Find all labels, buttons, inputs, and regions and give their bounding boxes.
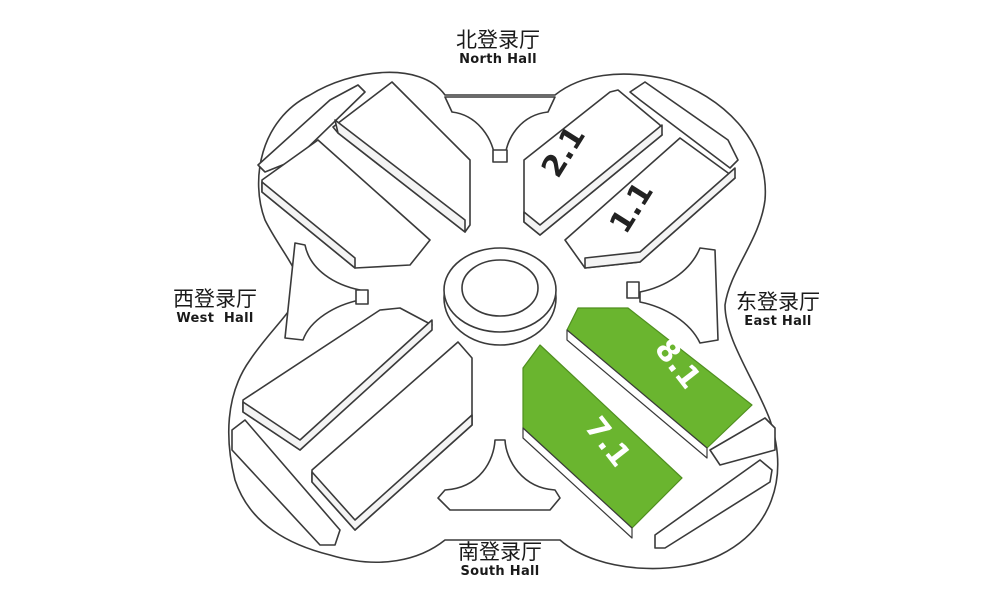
- hall-sw-outer: [231, 419, 341, 546]
- east-entrance-block: [639, 247, 719, 344]
- south-hall-en: South Hall: [460, 564, 540, 579]
- west-entrance-post: [355, 289, 369, 305]
- south-hall-label: 南登录厅 South Hall: [440, 540, 560, 580]
- west-hall-cn: 西登录厅: [173, 287, 257, 311]
- east-hall-cn: 东登录厅: [736, 290, 820, 314]
- north-hall-cn: 北登录厅: [456, 28, 540, 52]
- hall-sw-1-side: [242, 319, 433, 451]
- hall-sw-2-side: [311, 414, 473, 531]
- hall-nw-1-side: [334, 119, 466, 233]
- hall-8-1-side: [566, 329, 708, 459]
- hall-ne-outer: [629, 81, 739, 169]
- north-hall-label: 北登录厅 North Hall: [438, 28, 558, 68]
- east-hall-en: East Hall: [744, 314, 812, 329]
- hall-7-1[interactable]: [522, 344, 683, 529]
- west-hall-label: 西登录厅 West Hall: [155, 287, 275, 327]
- south-entrance-block: [437, 439, 561, 511]
- hall-se-outer-2: [654, 459, 773, 549]
- west-hall-en: West Hall: [176, 311, 254, 326]
- hall-ne-21-side: [523, 124, 663, 236]
- north-hall-en: North Hall: [459, 52, 537, 67]
- hall-7-1-side: [522, 427, 633, 539]
- east-entrance-post: [626, 281, 640, 299]
- hall-nw-2-side: [261, 181, 356, 269]
- east-hall-label: 东登录厅 East Hall: [722, 290, 834, 330]
- south-hall-cn: 南登录厅: [458, 540, 542, 564]
- hall-se-outer-1: [709, 417, 776, 466]
- hall-nw-outer: [257, 84, 366, 173]
- rotunda-inner: [461, 259, 539, 317]
- hall-ne-11-side: [584, 167, 736, 269]
- north-entrance-post: [492, 149, 508, 163]
